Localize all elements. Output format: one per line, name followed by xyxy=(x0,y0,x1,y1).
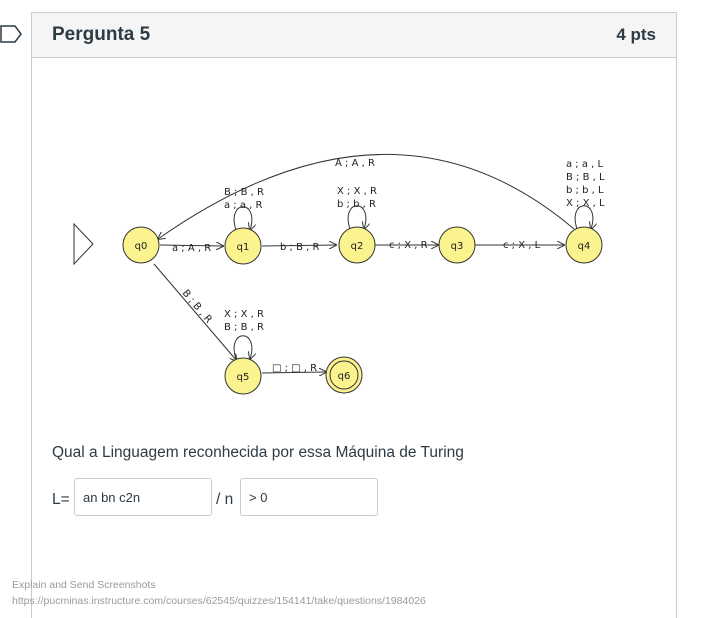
loop-label-q4-4: X ; X , L xyxy=(566,198,605,209)
label-q0-q1: a ; A , R xyxy=(172,243,211,254)
question-header: Pergunta 5 4 pts xyxy=(32,13,676,58)
loop-label-q2-1: X ; X , R xyxy=(337,186,377,197)
edge-q4-q0 xyxy=(158,153,575,239)
edge-q1-q2 xyxy=(261,245,336,246)
edge-q5-q6 xyxy=(261,372,326,373)
answer-row: L= / n xyxy=(52,478,382,516)
separator-label: / n xyxy=(216,491,234,508)
label-q0-q5: B ; B , R xyxy=(180,288,214,326)
turing-machine-diagram: q0 q1 q2 q3 q4 q5 q6 a ; A , R b ; B xyxy=(73,153,605,395)
question-card: Pergunta 5 4 pts q0 q1 xyxy=(31,12,677,618)
loop-label-q4-1: a ; a , L xyxy=(566,159,604,170)
label-q5-q6: □ ; □ , R xyxy=(272,363,317,374)
loop-q1 xyxy=(233,206,252,230)
state-label-q1: q1 xyxy=(237,242,250,253)
state-q6: q6 xyxy=(325,356,363,394)
loop-label-q1-1: B ; B , R xyxy=(224,187,264,198)
state-label-q2: q2 xyxy=(351,241,364,252)
state-q0: q0 xyxy=(122,226,160,264)
label-q2-q3: c ; X , R xyxy=(389,240,428,251)
state-label-q6: q6 xyxy=(338,371,351,382)
loop-label-q5-2: B ; B , R xyxy=(224,322,264,333)
condition-answer-input[interactable] xyxy=(240,478,378,516)
loop-q2 xyxy=(347,205,366,229)
edge-q0-q5 xyxy=(153,263,237,361)
question-points: 4 pts xyxy=(616,25,656,44)
state-q5: q5 xyxy=(224,357,262,395)
state-label-q3: q3 xyxy=(451,241,464,252)
loop-label-q5-1: X ; X , R xyxy=(224,309,264,320)
loop-label-q4-3: b ; b , L xyxy=(566,185,604,196)
loop-q5 xyxy=(233,335,252,359)
state-label-q4: q4 xyxy=(578,241,591,252)
state-label-q5: q5 xyxy=(237,372,250,383)
label-q3-q4: c ; X , L xyxy=(503,240,541,251)
loop-label-q2-2: b ; b , R xyxy=(337,199,376,210)
question-title: Pergunta 5 xyxy=(52,24,151,45)
loop-label-q1-2: a ; a , R xyxy=(224,200,263,211)
state-q4: q4 xyxy=(565,226,603,264)
question-prompt: Qual a Linguagem reconhecida por essa Má… xyxy=(52,444,464,461)
state-q2: q2 xyxy=(338,226,376,264)
language-label: L= xyxy=(52,491,70,508)
screenshot-caption: Explain and Send Screenshots xyxy=(12,579,156,591)
state-label-q0: q0 xyxy=(135,241,148,252)
state-q1: q1 xyxy=(224,227,262,265)
label-q4-q0: A ; A , R xyxy=(335,158,375,169)
flag-question-icon[interactable] xyxy=(0,25,22,43)
start-state-marker xyxy=(73,222,94,266)
state-q3: q3 xyxy=(438,226,476,264)
loop-label-q4-2: B ; B , L xyxy=(566,172,605,183)
label-q1-q2: b ; B , R xyxy=(280,242,319,253)
loop-q4 xyxy=(574,205,593,229)
language-answer-input[interactable] xyxy=(74,478,212,516)
edge-q0-q1 xyxy=(159,245,223,246)
page-url: https://pucminas.instructure.com/courses… xyxy=(12,595,426,607)
